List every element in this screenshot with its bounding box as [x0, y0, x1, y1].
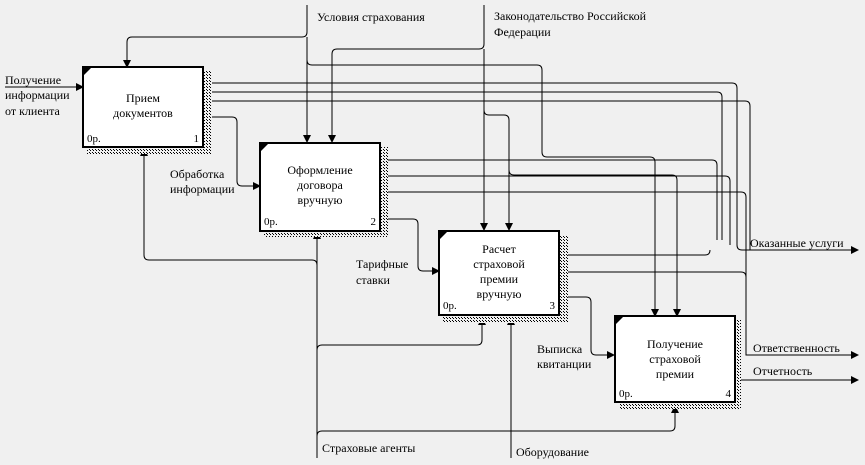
box1-title-line: документов [113, 106, 173, 120]
box2-title-line: вручную [298, 193, 343, 207]
label-input-client: Получение [5, 73, 61, 87]
box1-number: 1 [194, 133, 200, 145]
line-box2-out-a [381, 159, 718, 240]
arrow-labels: Получение информации от клиента Условия … [5, 9, 844, 459]
label-input-client: от клиента [5, 104, 60, 118]
box3-title-line: премии [480, 272, 519, 286]
label-mech-agents: Страховые агенты [322, 441, 415, 455]
box4-number: 4 [726, 388, 732, 400]
label-output-services: Оказанные услуги [750, 236, 844, 250]
activity-box-1[interactable]: Прием документов 0р. 1 [82, 66, 212, 154]
arrow-tariffs [381, 218, 440, 275]
arrow-agents-to-box4 [316, 405, 679, 437]
label-control-law: Законодательство Российской [494, 9, 647, 23]
label-control-law: Федерации [494, 25, 551, 39]
arrow-receipt [560, 296, 615, 359]
box4-title-line: премии [656, 367, 695, 381]
label-mech-equipment: Оборудование [516, 445, 589, 459]
arrow-conditions-to-box4 [306, 59, 659, 317]
line-box3-out-b [560, 271, 747, 355]
label-processing: Обработка [170, 167, 225, 181]
activity-boxes: Прием документов 0р. 1 Оформление догово… [82, 66, 741, 409]
label-control-conditions: Условия страхования [317, 10, 425, 24]
box3-title-line: страховой [473, 257, 525, 271]
label-tariffs: ставки [356, 273, 391, 287]
label-tariffs: Тарифные [356, 257, 408, 271]
box1-title-line: Прием [126, 91, 160, 105]
box4-title-line: Получение [647, 337, 703, 351]
arrow-processing [203, 116, 261, 190]
arrow-agents-to-box1 [140, 148, 318, 266]
arrow-output-services [203, 82, 859, 254]
activity-box-2[interactable]: Оформление договора вручную 0р. 2 [259, 142, 388, 237]
line-box1-services-b [203, 91, 723, 240]
arrow-conditions-to-box1 [123, 5, 308, 68]
arrow-lines [5, 5, 859, 458]
label-output-reporting: Отчетность [753, 364, 813, 378]
arrow-law-to-box3b [483, 109, 513, 231]
label-receipt: квитанции [537, 357, 592, 371]
arrow-agents-to-box3 [316, 317, 486, 351]
label-receipt: Выписка [537, 342, 583, 356]
label-output-responsibility: Ответственность [753, 341, 840, 355]
box2-cost: 0р. [264, 216, 278, 228]
line-box3-out-a [560, 249, 711, 256]
box4-cost: 0р. [619, 388, 633, 400]
arrow-law-to-box2 [328, 5, 485, 143]
box3-title-line: вручную [477, 287, 522, 301]
arrow-law-to-box4 [508, 169, 681, 317]
label-processing: информации [170, 182, 235, 196]
box2-title-line: договора [297, 178, 343, 192]
box1-cost: 0р. [87, 133, 101, 145]
box2-number: 2 [371, 216, 377, 228]
line-box1-services-c [203, 100, 751, 250]
activity-box-4[interactable]: Получение страховой премии 0р. 4 [614, 315, 741, 409]
activity-box-3[interactable]: Расчет страховой премии вручную 0р. 3 [438, 230, 568, 323]
line-box2-out-b [381, 175, 731, 245]
box4-title-line: страховой [649, 352, 701, 366]
box3-cost: 0р. [443, 300, 457, 312]
box3-title-line: Расчет [482, 242, 516, 256]
label-input-client: информации [5, 88, 70, 102]
box3-number: 3 [550, 300, 556, 312]
box2-title-line: Оформление [287, 163, 352, 177]
